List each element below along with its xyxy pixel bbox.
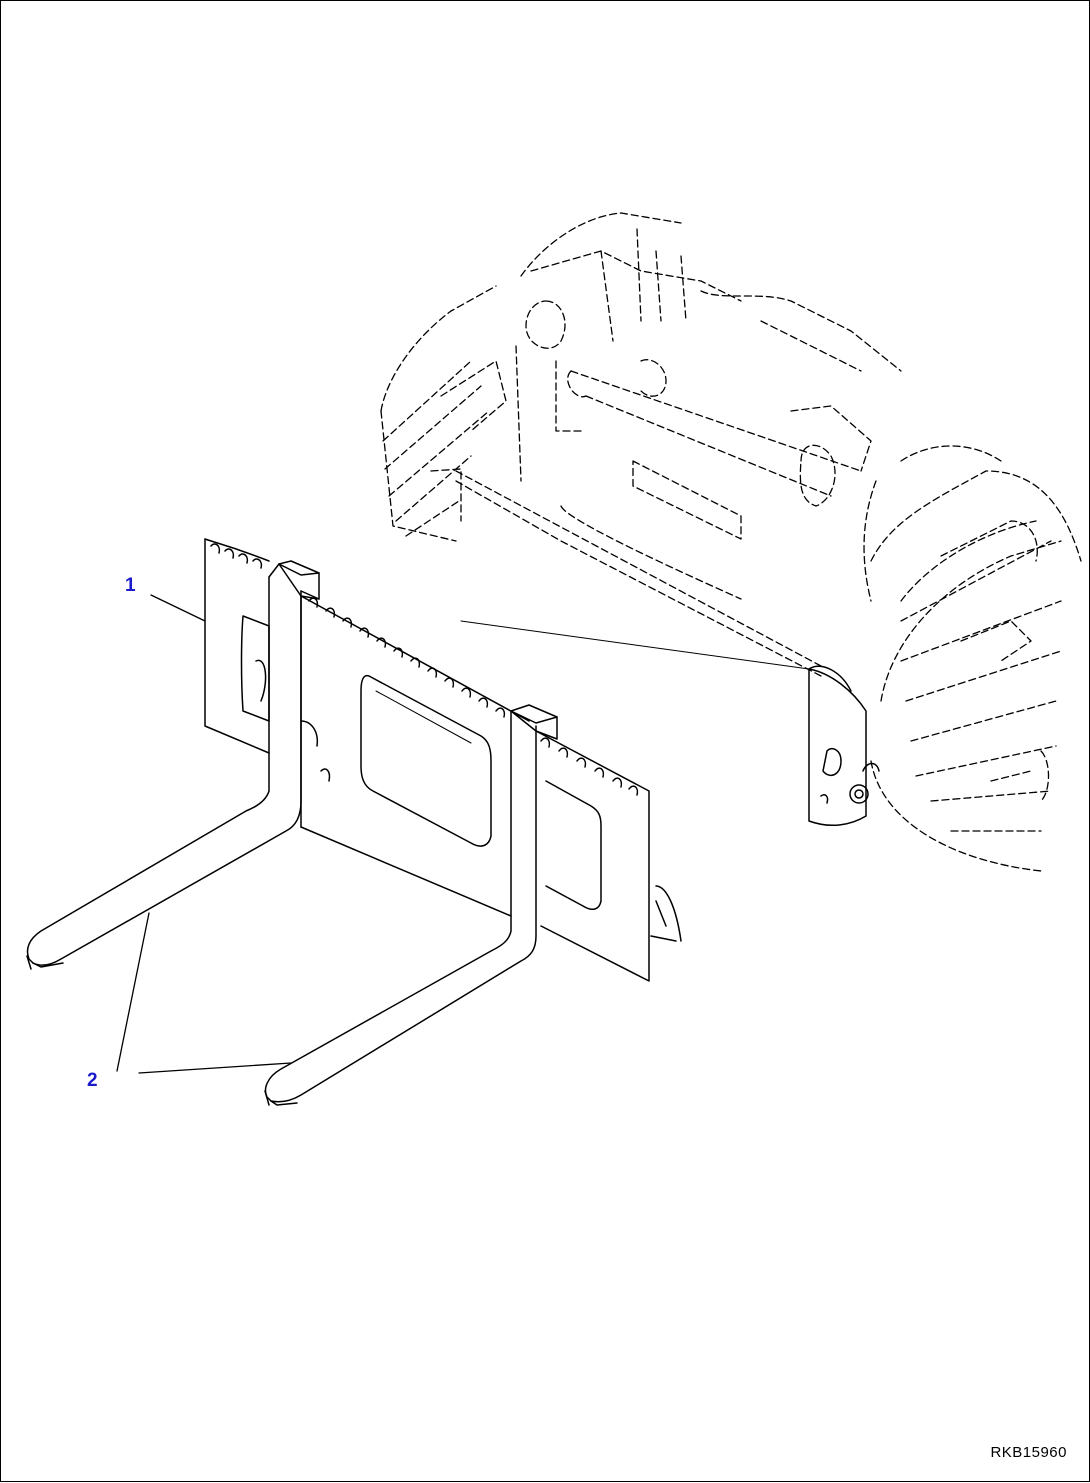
callout-2-label: 2 — [87, 1070, 98, 1091]
fork-tine-right — [264, 704, 558, 1106]
fork-tine-left — [26, 560, 320, 970]
machine-front-outline — [380, 212, 1082, 872]
leader-lines — [116, 594, 292, 1074]
mounting-bracket — [460, 620, 880, 827]
callout-1-label: 1 — [125, 575, 136, 596]
fork-carriage-backrest — [204, 538, 682, 982]
figure-code: RKB15960 — [990, 1444, 1067, 1461]
